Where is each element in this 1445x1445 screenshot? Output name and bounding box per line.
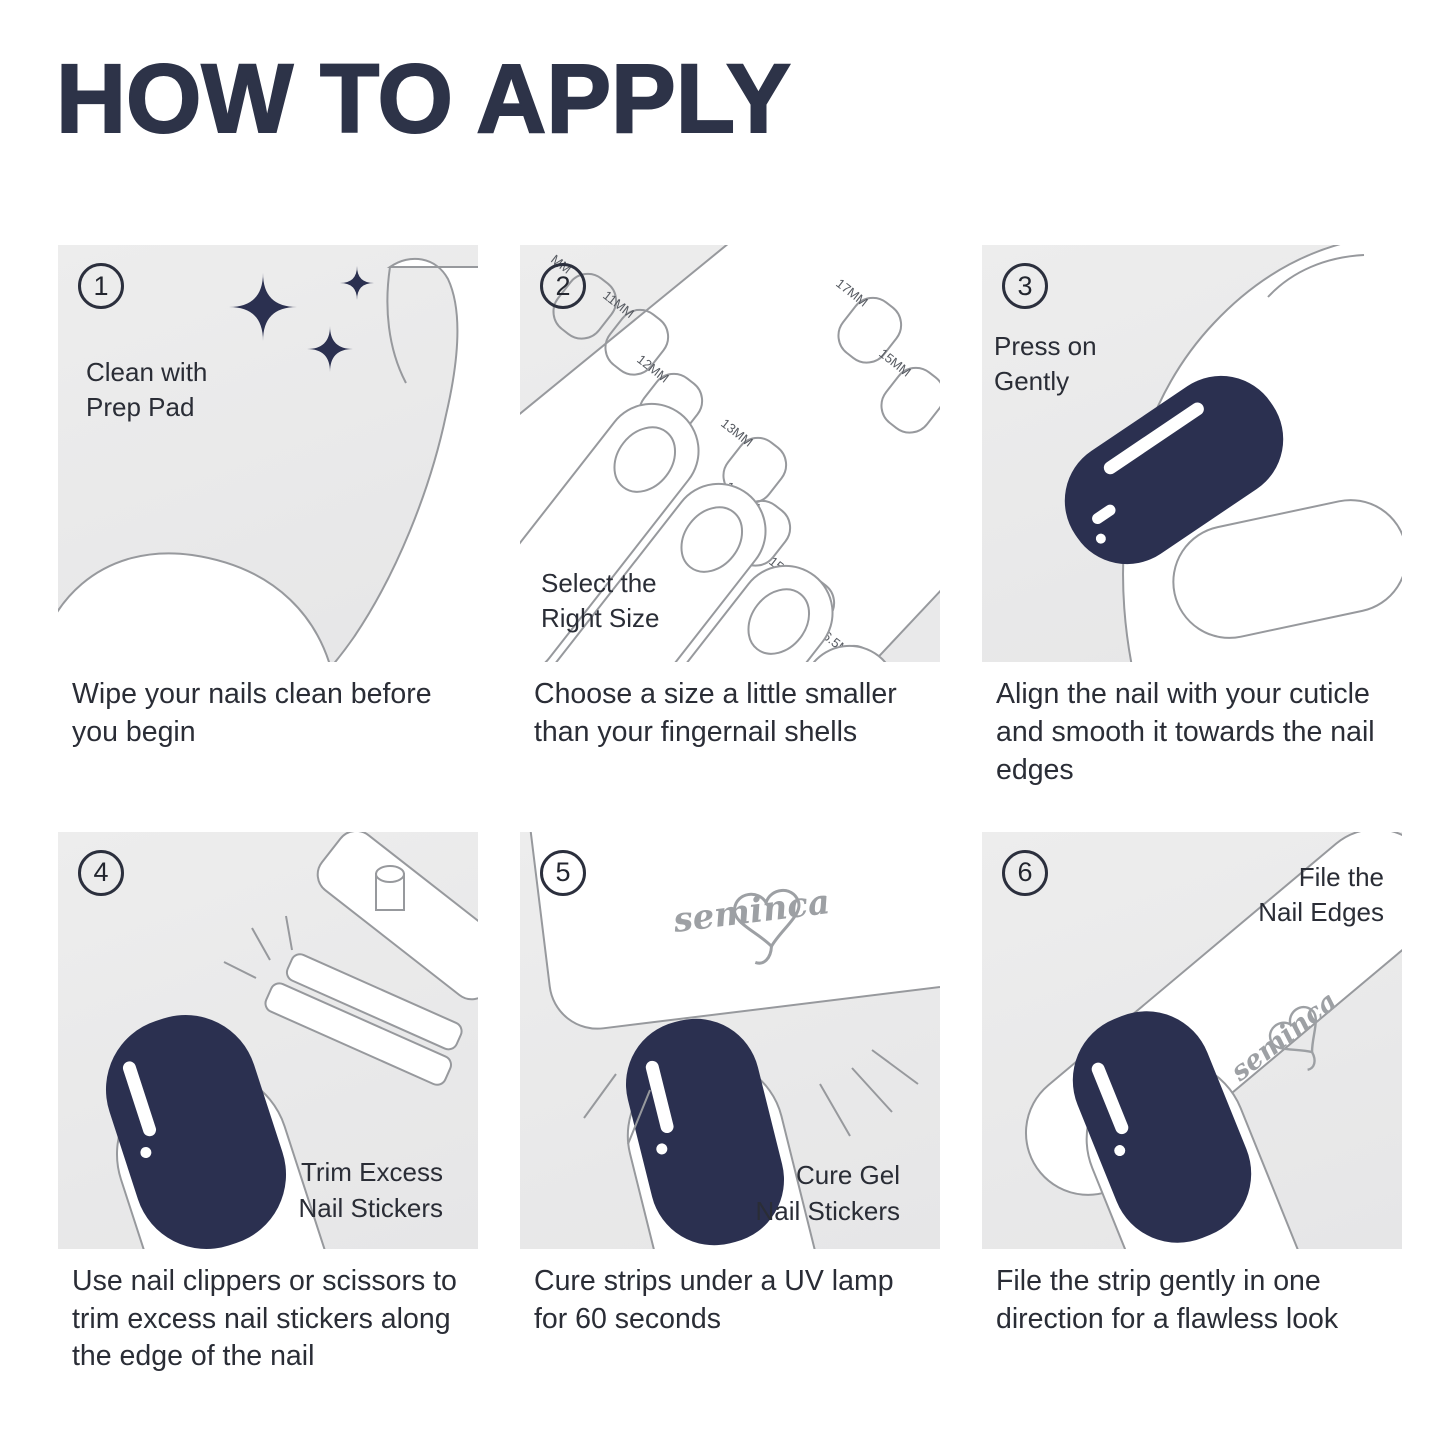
heart-icon — [733, 888, 801, 949]
thumb — [1172, 499, 1402, 639]
finger-with-sticker — [1072, 1010, 1313, 1249]
trim-illustration — [105, 831, 478, 1249]
fingernail — [747, 588, 811, 655]
step-number: 2 — [555, 270, 571, 301]
step-number-badge: 1 — [78, 263, 124, 309]
step-number: 3 — [1017, 270, 1033, 301]
uv-rays — [583, 1048, 919, 1145]
step-number: 4 — [93, 857, 109, 888]
uv-lamp-illustration: seminca — [520, 831, 940, 1249]
step-2: MM 11MM 12MM 13MM 14 MM 15.5MM 16.5MM 17… — [520, 245, 940, 790]
nail-file-illustration: seminca — [1024, 831, 1402, 1249]
fingers — [520, 402, 898, 662]
finger-with-sticker — [105, 1014, 341, 1249]
step-number: 6 — [1017, 857, 1033, 888]
nail-clipper — [264, 831, 478, 1086]
step-2-panel: MM 11MM 12MM 13MM 14 MM 15.5MM 16.5MM 17… — [520, 245, 940, 662]
fingernail — [613, 426, 677, 493]
heart-icon — [1268, 1005, 1317, 1054]
step-number-badge: 4 — [78, 849, 124, 896]
step-number-badge: 3 — [1002, 263, 1048, 309]
uv-lamp — [520, 831, 940, 1030]
step-caption: Align the nail with your cuticle and smo… — [996, 678, 1375, 786]
fingernail — [680, 506, 744, 573]
finger-with-sticker — [625, 1018, 831, 1249]
step-caption: Cure strips under a UV lamp for 60 secon… — [534, 1264, 894, 1335]
press-on-illustration — [1064, 245, 1402, 662]
step-caption: Wipe your nails clean before you begin — [72, 678, 432, 748]
clip-spark-lines — [223, 915, 293, 979]
nail-sticker — [625, 1018, 785, 1245]
prep-pad-illustration — [58, 258, 478, 662]
nail-sticker — [1072, 1010, 1252, 1243]
size-chart-illustration: MM 11MM 12MM 13MM 14 MM 15.5MM 16.5MM 17… — [520, 245, 940, 662]
step-number: 5 — [555, 857, 571, 888]
page-title: HOW TO APPLY — [55, 44, 792, 153]
step-number: 1 — [93, 270, 109, 301]
sparkles-icon — [229, 266, 374, 372]
step-number-badge: 5 — [540, 849, 586, 896]
finger — [58, 552, 330, 662]
prep-pad — [333, 258, 478, 662]
pad-fold-line — [386, 266, 407, 384]
step-caption: Use nail clippers or scissors to trim ex… — [72, 1264, 457, 1373]
nail-sticker — [105, 1014, 287, 1249]
step-number-badge: 6 — [1002, 849, 1048, 896]
step-number-badge: 2 — [540, 263, 586, 309]
step-caption: File the strip gently in one direction f… — [996, 1264, 1339, 1335]
nail-sticker — [1064, 375, 1284, 565]
step-caption: Choose a size a little smaller than your… — [534, 678, 897, 748]
size-label: 11MM — [600, 288, 637, 321]
